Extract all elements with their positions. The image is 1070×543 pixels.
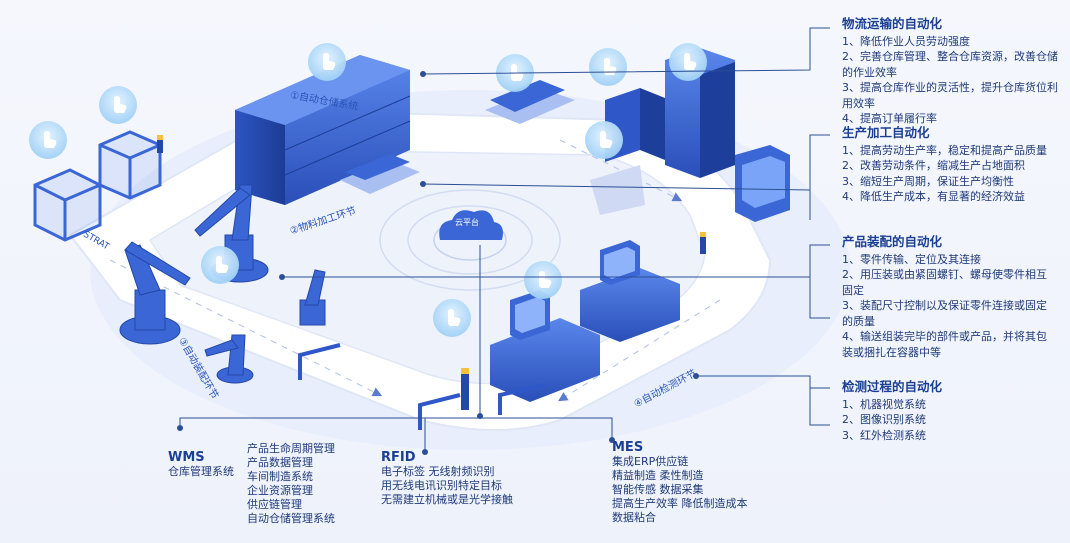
agv-cart	[340, 80, 575, 194]
rfid-item: 用无线电讯识别特定目标	[381, 479, 502, 492]
touch-bubbles[interactable]	[29, 43, 707, 337]
touch-bubble-icon[interactable]	[308, 43, 346, 81]
wms-list-item: 车间制造系统	[247, 470, 313, 483]
gates	[298, 343, 546, 430]
cube-frame-left	[33, 130, 162, 242]
panel-title: 产品装配的自动化	[842, 234, 943, 249]
panel-item: 2、完善仓库管理、整合仓库资源，改善仓储的作业效率	[842, 50, 1058, 79]
panel-item: 3、缩短生产周期，保证生产均衡性	[842, 174, 1014, 188]
panel-assembly: 产品装配的自动化 1、零件传输、定位及其连接 2、用压装或由紧固螺钉、螺母使零件…	[842, 234, 1054, 360]
wms-subtitle: 仓库管理系统	[168, 465, 234, 478]
server-racks	[605, 48, 790, 222]
panel-item: 3、红外检测系统	[842, 428, 926, 442]
rfid-item: 无需建立机械或是光学接触	[381, 493, 513, 506]
mes-item: 提高生产效率 降低制造成本	[612, 497, 748, 510]
mes-item: 数据粘合	[612, 511, 656, 524]
panel-item: 3、提高仓库作业的灵活性，提升仓库货位利用效率	[842, 81, 1058, 110]
panel-production: 生产加工自动化 1、提高劳动生产率，稳定和提高产品质量 2、改善劳动条件，缩减生…	[842, 125, 1054, 205]
mes-block: MES 集成ERP供应链 精益制造 柔性制造 智能传感 数据采集 提高生产效率 …	[612, 440, 748, 525]
panel-item: 1、机器视觉系统	[842, 397, 926, 411]
wms-block: WMS 仓库管理系统	[168, 450, 234, 479]
panel-title: 物流运输的自动化	[842, 16, 943, 31]
mes-title: MES	[612, 440, 644, 455]
wms-title: WMS	[168, 450, 205, 465]
mes-item: 集成ERP供应链	[612, 455, 689, 468]
touch-bubble-icon[interactable]	[524, 261, 562, 299]
touch-bubble-icon[interactable]	[99, 86, 137, 124]
wms-list: 产品生命周期管理 产品数据管理 车间制造系统 企业资源管理 供应链管理 自动仓储…	[247, 442, 335, 526]
panel-item: 2、改善劳动条件，缩减生产占地面积	[842, 159, 1025, 172]
panel-item: 4、输送组装完毕的部件或产品，并将其包装或捆扎在容器中等	[842, 330, 1047, 359]
mes-item: 精益制造 柔性制造	[612, 469, 704, 482]
panel-item: 3、装配尺寸控制以及保证零件连接或固定的质量	[842, 299, 1047, 328]
rfid-block: RFID 电子标签 无线射频识别 用无线电讯识别特定目标 无需建立机械或是光学接…	[381, 450, 513, 507]
connector-lines	[177, 27, 830, 455]
panel-item: 1、提高劳动生产率，稳定和提高产品质量	[842, 143, 1047, 157]
touch-bubble-icon[interactable]	[589, 48, 627, 86]
panel-logistics: 物流运输的自动化 1、降低作业人员劳动强度 2、完善仓库管理、整合仓库资源，改善…	[842, 16, 1060, 127]
panel-inspection: 检测过程的自动化 1、机器视觉系统 2、图像识别系统 3、红外检测系统	[842, 379, 1054, 443]
panel-title: 生产加工自动化	[842, 125, 930, 140]
panel-item: 2、用压装或由紧固螺钉、螺母使零件相互固定	[842, 268, 1047, 297]
panel-item: 4、降低生产成本，有显著的经济效益	[842, 190, 1025, 203]
panel-item: 4、提高订单履行率	[842, 112, 937, 125]
rfid-item: 电子标签 无线射频识别	[381, 465, 495, 478]
cloud-icon[interactable]	[439, 210, 503, 240]
wms-list-item: 企业资源管理	[247, 484, 313, 497]
inspection-machines	[490, 165, 680, 402]
label-cloud: 云平台	[455, 218, 479, 227]
touch-bubble-icon[interactable]	[669, 43, 707, 81]
wms-list-item: 自动仓储管理系统	[247, 512, 335, 525]
panel-item: 2、图像识别系统	[842, 413, 926, 426]
panel-title: 检测过程的自动化	[842, 379, 943, 394]
panel-item: 1、降低作业人员劳动强度	[842, 34, 970, 48]
wms-list-item: 供应链管理	[247, 498, 302, 511]
rfid-title: RFID	[381, 450, 416, 465]
touch-bubble-icon[interactable]	[29, 121, 67, 159]
wms-list-item: 产品数据管理	[247, 456, 313, 469]
wms-list-item: 产品生命周期管理	[247, 442, 335, 455]
bollards	[157, 135, 706, 410]
touch-bubble-icon[interactable]	[201, 246, 239, 284]
mes-item: 智能传感 数据采集	[612, 483, 704, 496]
panel-item: 1、零件传输、定位及其连接	[842, 252, 981, 266]
touch-bubble-icon[interactable]	[433, 299, 471, 337]
touch-bubble-icon[interactable]	[585, 121, 623, 159]
